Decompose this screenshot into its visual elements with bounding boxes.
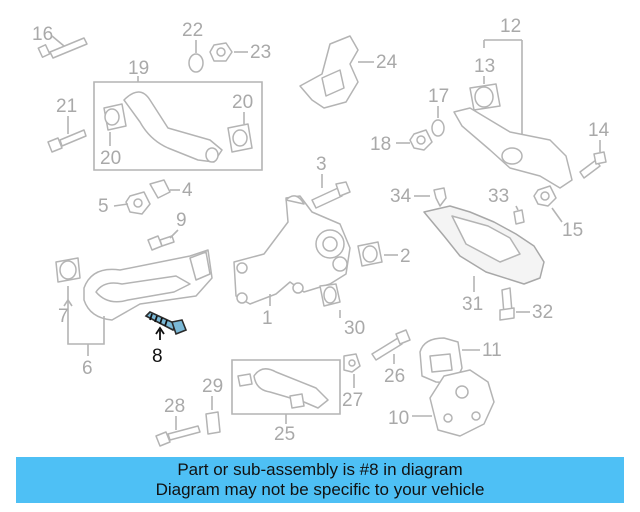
callout-13: 13 bbox=[474, 56, 495, 77]
callout-15: 15 bbox=[562, 220, 583, 241]
part-33-stud[interactable] bbox=[513, 209, 525, 225]
caption-line-2: Diagram may not be specific to your vehi… bbox=[155, 480, 485, 499]
part-15-nut[interactable] bbox=[533, 185, 557, 207]
leader-8-arrow bbox=[155, 326, 165, 335]
callout-11: 11 bbox=[482, 340, 502, 361]
callout-4: 4 bbox=[182, 180, 193, 201]
caption-line-1: Part or sub-assembly is #8 in diagram bbox=[177, 460, 463, 479]
callout-12: 12 bbox=[500, 16, 521, 37]
callout-6: 6 bbox=[82, 358, 93, 379]
callout-28: 28 bbox=[164, 396, 185, 417]
part-19-upper-control-arm[interactable] bbox=[103, 91, 253, 163]
part-31-shield[interactable] bbox=[423, 205, 545, 285]
callout-8: 8 bbox=[152, 346, 163, 367]
callout-22: 22 bbox=[182, 20, 203, 41]
part-8-bolt-highlighted[interactable] bbox=[144, 311, 188, 336]
part-7-bushing[interactable] bbox=[55, 257, 81, 283]
part-18-nut[interactable] bbox=[409, 129, 433, 151]
callout-19: 19 bbox=[128, 58, 149, 79]
part-27-nut[interactable] bbox=[343, 353, 361, 373]
part-32-bolt[interactable] bbox=[499, 287, 515, 321]
callout-5: 5 bbox=[98, 196, 109, 217]
callout-30: 30 bbox=[344, 318, 365, 339]
callout-23: 23 bbox=[250, 42, 271, 63]
part-12-lower-arm[interactable] bbox=[453, 107, 573, 189]
part-2-bushing[interactable] bbox=[357, 241, 383, 267]
part-16-bolt[interactable] bbox=[37, 37, 88, 59]
callout-34: 34 bbox=[390, 186, 412, 207]
part-11-mount[interactable] bbox=[419, 337, 463, 383]
callout-21: 21 bbox=[56, 96, 77, 117]
part-10-bracket[interactable] bbox=[429, 369, 495, 437]
caption-banner: Part or sub-assembly is #8 in diagram Di… bbox=[16, 457, 624, 503]
callout-31: 31 bbox=[462, 294, 483, 315]
assembly-25-box bbox=[231, 359, 341, 415]
part-21-bolt[interactable] bbox=[47, 129, 87, 153]
callout-3: 3 bbox=[316, 154, 327, 175]
callout-24: 24 bbox=[376, 52, 398, 73]
callout-17: 17 bbox=[428, 86, 449, 107]
callout-20b: 20 bbox=[100, 148, 121, 169]
part-4-plate[interactable] bbox=[149, 179, 171, 199]
callout-9: 9 bbox=[176, 210, 187, 231]
callout-25: 25 bbox=[274, 424, 295, 445]
callout-7: 7 bbox=[58, 306, 69, 327]
callout-16: 16 bbox=[32, 24, 53, 45]
assembly-19-box bbox=[93, 81, 263, 171]
callout-14: 14 bbox=[588, 120, 610, 141]
callout-20a: 20 bbox=[232, 92, 253, 113]
callout-2: 2 bbox=[400, 246, 411, 267]
callout-33: 33 bbox=[488, 186, 509, 207]
part-17-ring[interactable] bbox=[431, 119, 445, 137]
part-13-bushing[interactable] bbox=[469, 83, 501, 111]
callout-27: 27 bbox=[342, 390, 363, 411]
part-28-bolt[interactable] bbox=[155, 425, 201, 447]
part-5-nut[interactable] bbox=[125, 191, 151, 215]
callout-32: 32 bbox=[532, 302, 553, 323]
part-6-lower-control-arm[interactable] bbox=[83, 249, 213, 321]
part-30-bushing[interactable] bbox=[319, 283, 341, 307]
callout-18: 18 bbox=[370, 134, 391, 155]
part-22-snap-ring[interactable] bbox=[188, 53, 204, 73]
callout-26: 26 bbox=[384, 366, 405, 387]
part-23-nut[interactable] bbox=[209, 42, 233, 62]
part-3-bolt[interactable] bbox=[311, 181, 351, 209]
callout-10: 10 bbox=[388, 408, 409, 429]
part-29-plate[interactable] bbox=[205, 411, 221, 435]
callout-1: 1 bbox=[262, 308, 273, 329]
callout-29: 29 bbox=[202, 376, 223, 397]
part-1-knuckle[interactable] bbox=[233, 195, 351, 305]
part-34-clip[interactable] bbox=[433, 187, 447, 207]
part-14-bolt[interactable] bbox=[579, 151, 607, 179]
part-25-link[interactable] bbox=[237, 368, 329, 409]
part-24-bracket[interactable] bbox=[299, 35, 359, 109]
part-26-bolt[interactable] bbox=[371, 329, 411, 361]
